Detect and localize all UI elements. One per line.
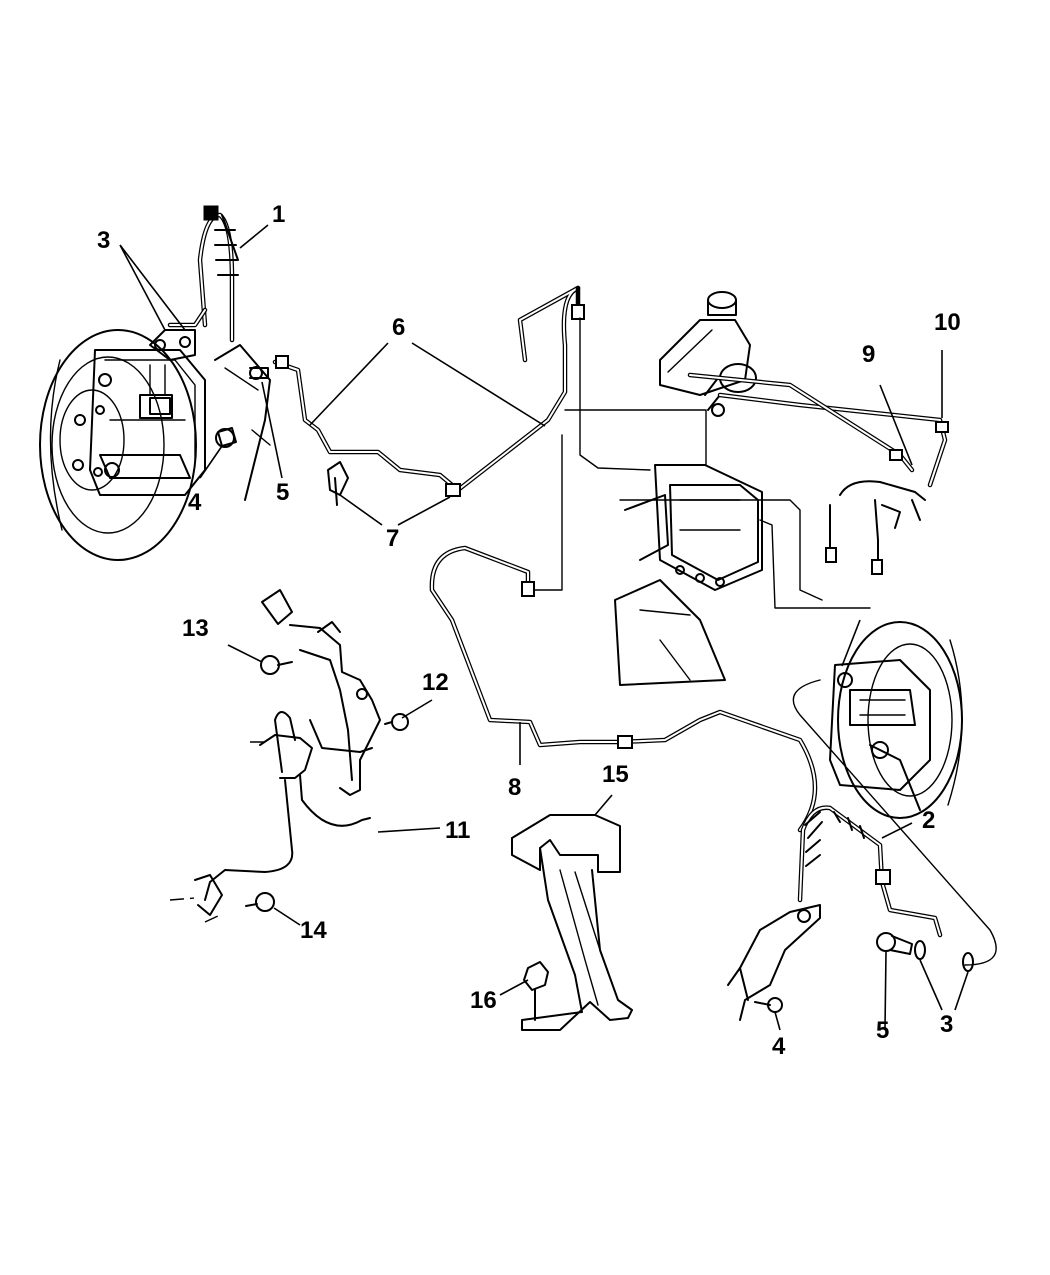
- callout-15: 15: [602, 761, 629, 788]
- callout-4-left: 4: [188, 489, 202, 516]
- callout-9: 9: [862, 341, 875, 368]
- brake-line-8: [429, 545, 818, 833]
- right-brake-rotor: [837, 621, 963, 819]
- right-caliper-bolt: [754, 997, 783, 1013]
- right-copper-washers: [914, 940, 974, 972]
- right-brake-hose-bracket: [727, 904, 821, 1021]
- callout-2: 2: [922, 807, 935, 834]
- left-brake-rotor: [39, 329, 197, 561]
- callout-3-left: 3: [97, 227, 110, 254]
- left-brake-hose: [167, 205, 239, 343]
- leader-lines: [119, 224, 969, 1031]
- master-cylinder-reservoir: [659, 291, 757, 417]
- sensor-mounting-bolts: [245, 655, 409, 912]
- callout-5-right: 5: [876, 1017, 889, 1044]
- left-caliper-bolt: [215, 427, 237, 448]
- callout-16: 16: [470, 987, 497, 1014]
- wheel-speed-sensor-bracket: [261, 589, 381, 796]
- wheel-speed-sensor-harness: [169, 711, 371, 923]
- callout-12: 12: [422, 669, 449, 696]
- callout-labels: 1 2 3 3 4 4 5 5 6 7 8 9 10 11 12 13 14 1…: [97, 201, 961, 1060]
- abs-hydraulic-control-unit: [614, 464, 763, 686]
- left-banjo-bolt: [249, 366, 269, 380]
- front-brake-line-6: [272, 285, 585, 497]
- right-brake-hose: [797, 805, 943, 938]
- callout-14: 14: [300, 917, 327, 944]
- callout-1: 1: [272, 201, 285, 228]
- callout-10: 10: [934, 309, 961, 336]
- brake-line-clip: [327, 461, 349, 506]
- callout-6: 6: [392, 314, 405, 341]
- right-banjo-bolt: [876, 932, 913, 955]
- abs-to-hose-lines: [529, 317, 883, 609]
- hcu-bracket-bolt: [523, 961, 549, 1021]
- callout-4-right: 4: [772, 1033, 786, 1060]
- callout-5-left: 5: [276, 479, 289, 506]
- callout-13: 13: [182, 615, 209, 642]
- callout-7: 7: [386, 525, 399, 552]
- left-brake-hose-bracket: [149, 329, 271, 501]
- right-assembly-outline: [792, 679, 997, 966]
- callout-3-right: 3: [940, 1011, 953, 1038]
- callout-11: 11: [445, 817, 470, 844]
- right-brake-caliper: [829, 659, 931, 811]
- hcu-mounting-bracket: [511, 814, 633, 1031]
- rear-brake-lines: [687, 372, 949, 561]
- left-brake-caliper: [89, 349, 206, 496]
- callout-8: 8: [508, 774, 521, 801]
